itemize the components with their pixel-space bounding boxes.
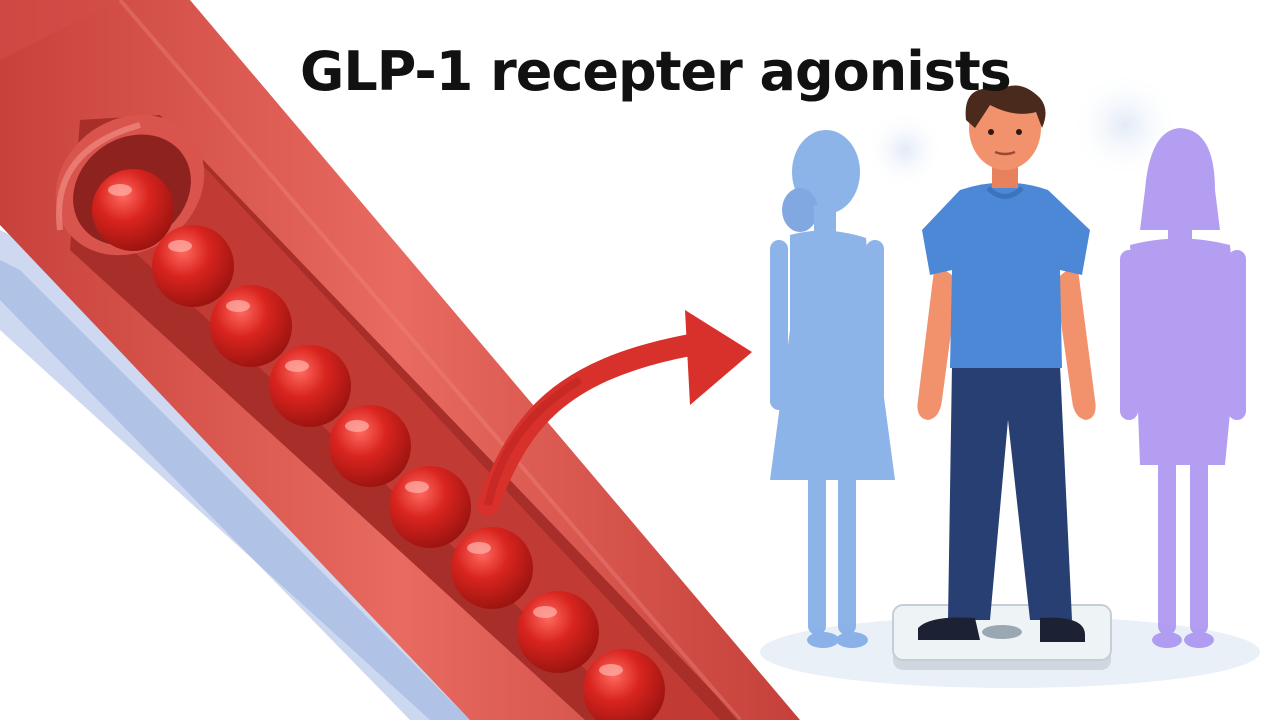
red-blood-cell-icon — [451, 527, 533, 609]
curved-arrow-icon — [477, 310, 752, 516]
man-figure — [917, 85, 1096, 642]
person-silhouette-icon — [1120, 128, 1246, 648]
red-blood-cell-icon — [269, 345, 351, 427]
blood-vessel-illustration — [0, 0, 800, 722]
red-blood-cell-icon — [329, 405, 411, 487]
red-blood-cell-icon — [152, 225, 234, 307]
red-blood-cells — [92, 169, 665, 724]
red-blood-cell-icon — [517, 591, 599, 673]
page-title: GLP-1 recepter agonists — [300, 40, 1012, 103]
red-blood-cell-icon — [389, 466, 471, 548]
red-blood-cell-icon — [210, 285, 292, 367]
red-blood-cell-icon — [92, 169, 174, 251]
person-silhouette-icon — [770, 130, 895, 648]
red-blood-cell-icon — [583, 649, 665, 724]
